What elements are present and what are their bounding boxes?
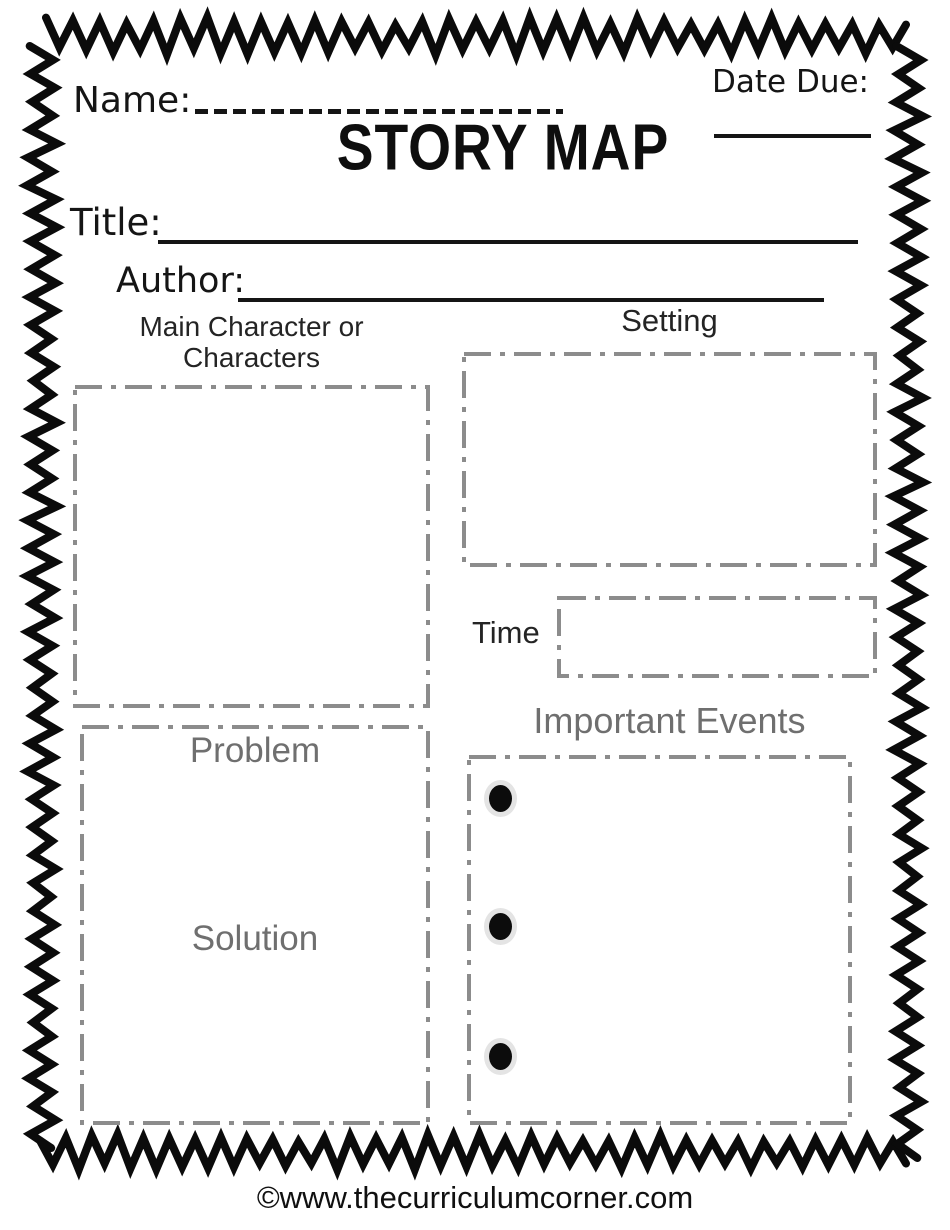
time-label: Time xyxy=(472,615,540,650)
setting-box-border xyxy=(462,352,877,567)
setting-box[interactable] xyxy=(462,352,877,567)
title-input-line[interactable] xyxy=(158,240,858,244)
problem-solution-box-border xyxy=(80,725,430,1125)
author-input-line[interactable] xyxy=(238,298,824,302)
main-character-box-border xyxy=(73,385,430,708)
name-label: Name: xyxy=(73,80,192,121)
name-input-line[interactable] xyxy=(195,109,563,114)
time-box-border xyxy=(557,596,877,678)
setting-label: Setting xyxy=(621,303,718,338)
event-bullet xyxy=(489,913,512,940)
footer-credit: ©www.thecurriculumcorner.com xyxy=(256,1180,694,1215)
important-events-label: Important Events xyxy=(533,700,806,741)
important-events-box-border xyxy=(467,755,852,1125)
page-title: STORY MAP xyxy=(336,111,670,184)
main-character-label: Main Character or Characters xyxy=(139,311,364,373)
problem-solution-box[interactable]: Problem Solution xyxy=(80,725,430,1125)
time-box[interactable] xyxy=(557,596,877,678)
important-events-box[interactable] xyxy=(467,755,852,1125)
author-label: Author: xyxy=(116,261,246,301)
title-label: Title: xyxy=(70,201,162,244)
problem-label: Problem xyxy=(189,731,321,770)
date-due-input-line[interactable] xyxy=(714,134,871,138)
date-due-label: Date Due: xyxy=(712,64,869,100)
event-bullet xyxy=(489,1043,512,1070)
main-character-box[interactable] xyxy=(73,385,430,708)
event-bullet xyxy=(489,785,512,812)
solution-label: Solution xyxy=(191,919,319,958)
